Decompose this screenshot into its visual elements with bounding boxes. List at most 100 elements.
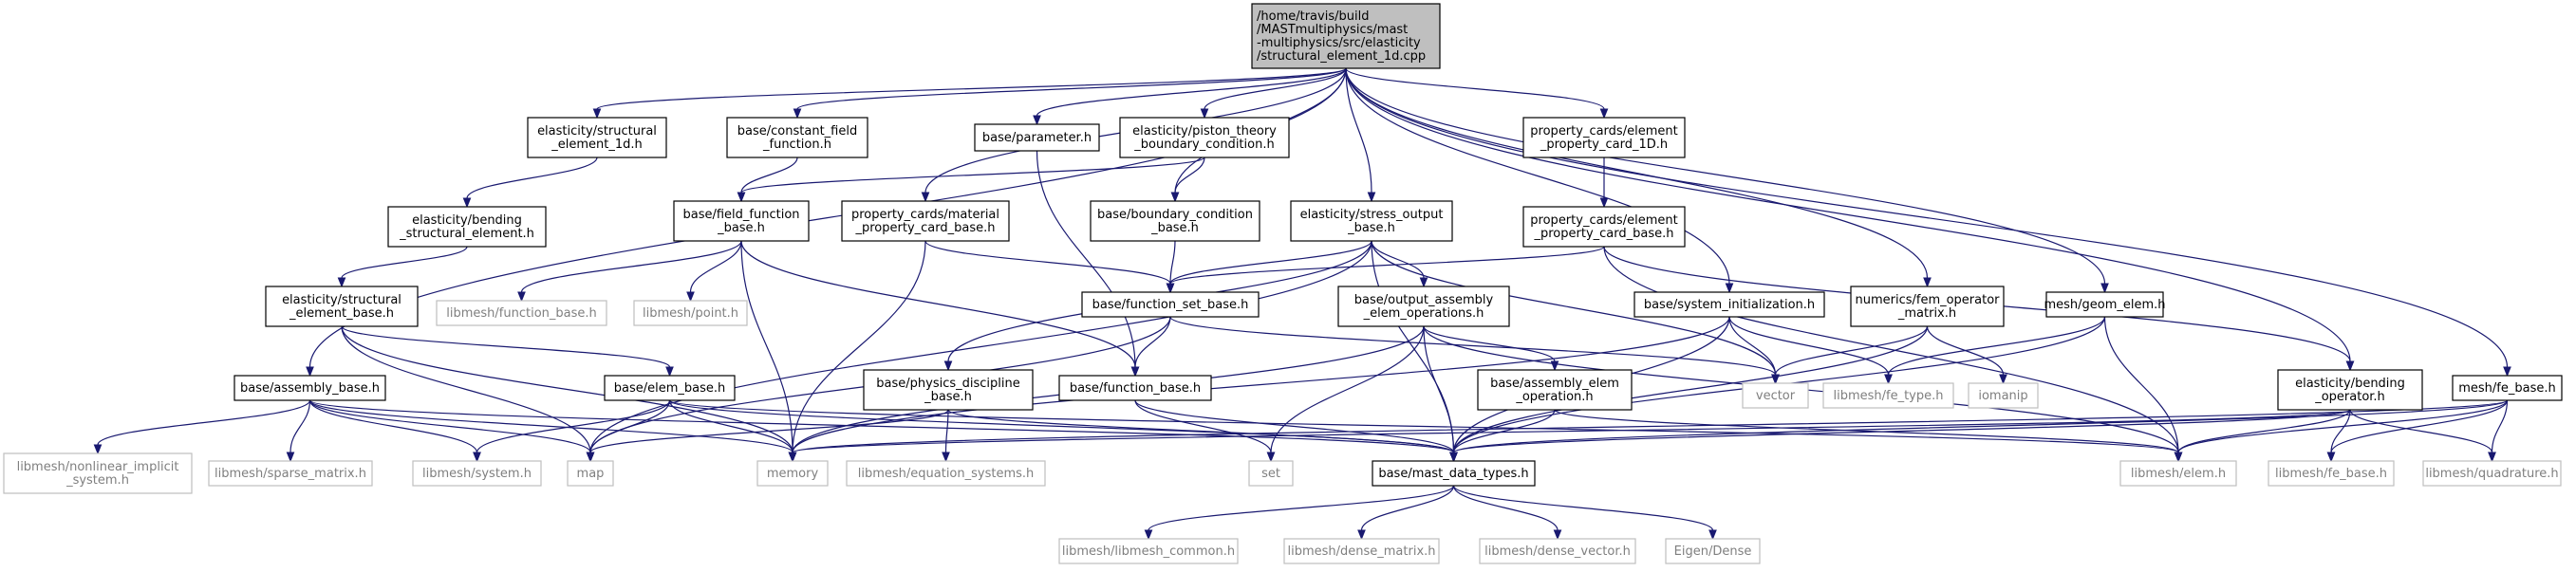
node-box [1850, 286, 2005, 327]
node-root[interactable]: /home/travis/build/MASTmultiphysics/mast… [1251, 3, 1441, 69]
node-label-line: property_cards/element [1530, 124, 1677, 138]
dependency-edge-root-to-femop [1345, 67, 1932, 288]
node-asmb[interactable]: base/assembly_base.h [233, 375, 386, 401]
node-lquad: libmesh/quadrature.h [2422, 460, 2562, 487]
node-param[interactable]: base/parameter.h [974, 123, 1100, 152]
dependency-edge-so-to-fsb [1166, 240, 1372, 294]
node-lspm: libmesh/sparse_matrix.h [208, 460, 373, 487]
node-fb[interactable]: base/function_base.h [1058, 375, 1212, 401]
node-label-line: base/mast_data_types.h [1378, 467, 1528, 481]
node-label-line: numerics/fem_operator [1855, 293, 2000, 307]
node-label-line: property_cards/material [851, 208, 999, 222]
dependency-edge-feb-to-lquad [2488, 399, 2509, 463]
node-label-line: _matrix.h [1897, 306, 1956, 321]
node-pcedb[interactable]: property_cards/element_property_card_bas… [1522, 206, 1686, 248]
node-label-line: -multiphysics/src/elasticity [1257, 36, 1421, 50]
node-box [604, 375, 736, 401]
node-label-line: _function.h [762, 138, 831, 152]
node-ioman: iomanip [1968, 382, 2039, 409]
node-box [673, 200, 810, 242]
dependency-edge-ffb-to-lfb [517, 240, 742, 303]
node-label-line: base/function_base.h [1070, 381, 1201, 396]
node-label-line: property_cards/element [1530, 213, 1677, 228]
dependency-edge-root-to-es1d [592, 67, 1347, 120]
node-ffb[interactable]: base/field_function_base.h [673, 200, 810, 242]
node-label-line: libmesh/fe_type.h [1833, 389, 1943, 403]
node-feb[interactable]: mesh/fe_base.h [2452, 375, 2563, 401]
node-oae[interactable]: base/output_assembly_elem_operations.h [1337, 286, 1510, 327]
node-bcb[interactable]: base/boundary_condition_base.h [1090, 200, 1260, 242]
node-sysinit[interactable]: base/system_initialization.h [1633, 291, 1825, 318]
dependency-edge-fsb-to-fb [1130, 316, 1171, 378]
node-label-line: libmesh/nonlinear_implicit [17, 460, 179, 474]
node-label-line: base/function_set_base.h [1092, 298, 1249, 312]
node-box [412, 460, 542, 487]
node-bse[interactable]: elasticity/bending_structural_element.h [387, 206, 547, 248]
node-label-line: /structural_element_1d.cpp [1257, 49, 1426, 64]
node-elemb[interactable]: base/elem_base.h [604, 375, 736, 401]
node-box [1665, 538, 1761, 564]
node-label-line: _boundary_condition.h [1133, 138, 1274, 152]
dependency-edge-cff-to-ffb [737, 157, 798, 203]
dependency-edge-geom-to-fetype [1884, 316, 2106, 385]
node-femop[interactable]: numerics/fem_operator_matrix.h [1850, 286, 2005, 327]
node-pced1d[interactable]: property_cards/element_property_card_1D.… [1522, 117, 1686, 158]
node-box [1742, 382, 1809, 409]
dependency-edge-ffb-to-mem [740, 240, 797, 463]
node-geom[interactable]: mesh/geom_elem.h [2044, 291, 2166, 318]
node-set: set [1248, 460, 1294, 487]
node-so[interactable]: elasticity/stress_output_base.h [1290, 200, 1453, 242]
dependency-edge-mdt-to-eig [1452, 485, 1717, 541]
node-label-line: _elem_operations.h [1363, 306, 1484, 321]
node-phys[interactable]: base/physics_discipline_base.h [863, 369, 1034, 411]
node-eig: Eigen/Dense [1665, 538, 1761, 564]
node-fetype: libmesh/fe_type.h [1822, 382, 1954, 409]
node-label-line: _property_card_1D.h [1540, 138, 1668, 152]
node-box [1058, 538, 1239, 564]
node-box [3, 452, 193, 494]
node-pcmat[interactable]: property_cards/material_property_card_ba… [841, 200, 1010, 242]
node-aeo[interactable]: base/assembly_elem_operation.h [1477, 369, 1633, 411]
dependency-edge-ffb-to-lpt [686, 240, 742, 303]
node-box [233, 375, 386, 401]
dependency-edge-pced1d-to-pcedb [1599, 157, 1609, 209]
node-mdt[interactable]: base/mast_data_types.h [1372, 460, 1536, 487]
node-bop[interactable]: elasticity/bending_operator.h [2277, 369, 2423, 411]
node-label-line: base/constant_field [737, 124, 857, 138]
node-box [846, 460, 1046, 487]
node-label-line: libmesh/dense_vector.h [1484, 544, 1631, 559]
node-pist[interactable]: elasticity/piston_theory_boundary_condit… [1119, 117, 1290, 158]
node-box [1372, 460, 1536, 487]
node-label-line: _structural_element.h [399, 227, 534, 241]
node-label-line: _base.h [924, 390, 972, 404]
node-fsb[interactable]: base/function_set_base.h [1081, 291, 1260, 318]
node-es1d[interactable]: elasticity/structural_element_1d.h [527, 117, 667, 158]
node-label-line: libmesh/elem.h [2131, 467, 2226, 481]
node-label-line: _base.h [717, 221, 765, 235]
dependency-edge-feb-to-lfeb [2326, 399, 2509, 463]
node-label-line: libmesh/system.h [422, 467, 532, 481]
node-label-line: libmesh/function_base.h [446, 306, 597, 321]
node-cff[interactable]: base/constant_field_function.h [726, 117, 868, 158]
node-label-line: libmesh/equation_systems.h [858, 467, 1035, 481]
node-vec: vector [1742, 382, 1809, 409]
node-seb[interactable]: elasticity/structural_element_base.h [265, 286, 419, 327]
node-box [863, 369, 1034, 411]
dependency-edge-elemb-to-lsys [473, 399, 671, 463]
node-label-line: base/field_function [682, 208, 799, 222]
dependency-edge-root-to-param [1033, 67, 1347, 126]
dependency-edge-root-to-cff [793, 67, 1347, 120]
node-label-line: memory [767, 467, 819, 481]
node-label-line: elasticity/bending [2295, 377, 2405, 391]
node-box [265, 286, 419, 327]
node-label-line: base/assembly_base.h [240, 381, 380, 396]
dependency-edge-mdt-to-lcom [1144, 485, 1455, 541]
node-box [2268, 460, 2395, 487]
node-label-line: base/output_assembly [1354, 293, 1494, 307]
node-box [756, 460, 829, 487]
dependency-edge-asmb-to-lspm [286, 399, 311, 463]
node-label-line: libmesh/sparse_matrix.h [215, 467, 366, 481]
node-box [2045, 291, 2164, 318]
dependency-edge-so-to-mdt [1371, 240, 1458, 463]
